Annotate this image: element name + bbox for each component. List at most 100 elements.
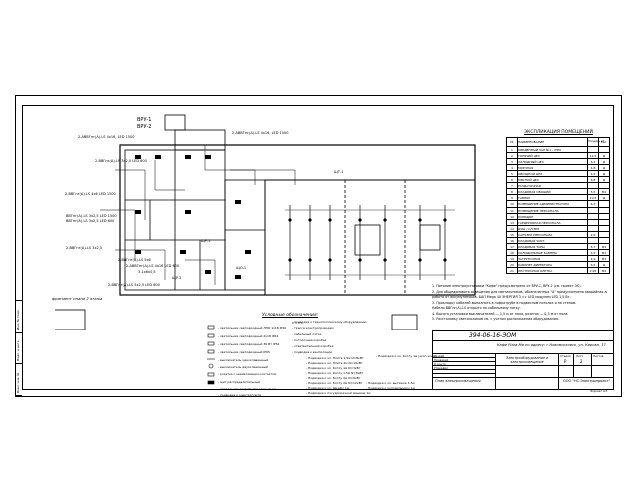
room-name: ДУШ / С/УЗЕЛ [518, 226, 540, 231]
room-number: 7 [511, 184, 513, 189]
room-category: Д [602, 178, 606, 183]
title-block: 394-06-16-ЭОМ Кафе Pizza Ми по адресу: г… [432, 330, 614, 390]
legend-subitem: - Подводка к эл. Котлу 2м N=9кВт [306, 376, 361, 380]
panel-label-vru2: ВРУ-2 [137, 124, 152, 130]
legend-symbols [207, 322, 304, 385]
floor-plan [55, 114, 476, 330]
room-mark: ЩТ-1 [334, 170, 344, 174]
room-name: ХОЛОДИЛЬНЫЕ КАМЕРЫ [518, 250, 557, 255]
role-label: Разраб. [434, 353, 445, 358]
cable-label: 2-ВВГнг(А)-LS 5x2,5 LED 600 [108, 283, 160, 287]
legend-subitem: - Подводка к эл. Котлу 2м N=12кВт [306, 381, 363, 385]
cable-label: 3-1x6x0,5 [138, 270, 156, 274]
legend-item: - светильник светодиодный 2х18 IP44 [218, 334, 279, 338]
room-name: КАБИНЕТ ДИРЕКТОРА [518, 262, 552, 267]
legend-item: - выключатель двухклавишный [218, 365, 268, 369]
strip-label: Взам. инв. № [16, 372, 20, 393]
room-category: В4 [602, 190, 606, 195]
room-name: КОРИДОР [518, 214, 534, 219]
room-number: 9 [511, 196, 513, 201]
legend-subitem: - Подводка к эл. Шкафу 1м [306, 386, 350, 390]
room-area: 12,5 [589, 154, 597, 159]
legend-subitem: - Подводка к холодильнику 1м [366, 386, 415, 390]
legend-item: - светильник светодиодный ЛПО 1х18 IP20 [218, 326, 287, 330]
cable-label: ВВГнг(А)-LS 3x2,5 LED 600 [66, 219, 115, 223]
room-area: 6,8 [590, 178, 596, 183]
room-category: Д [602, 154, 606, 159]
room-area: 6,5 [590, 262, 596, 267]
note-line: работа от аккумуляторов. БАП Mega 40 ЭНЕ… [432, 295, 571, 299]
room-name: ОВОЩНОЙ ЦЕХ [518, 172, 543, 177]
legend-subitem: - Подводка к посудомоечной машине 1м [306, 391, 371, 395]
room-name: ПОМЕЩЕНИЕ АДМИНИСТРАТОРА [518, 202, 570, 207]
note-line: 3. Прокладку кабелей выполнить в гофротр… [432, 300, 577, 305]
note-line: 4. Высота установки выключателей — 1,5 м… [432, 311, 569, 316]
legend-title: Условные обозначения: [262, 313, 319, 318]
room-area: 10,3 [589, 196, 597, 201]
room-number: 17 [510, 244, 514, 249]
room-number: 5 [511, 172, 513, 177]
fragment-label: фрагмент плана 2 этажа [52, 296, 103, 301]
plan-title: План электроосвещения [435, 379, 481, 383]
room-number: 1 [511, 148, 513, 152]
legend-item: - светильник светодиодный IP65 [218, 350, 270, 354]
room-name: МОЕЧНАЯ [518, 166, 534, 171]
room-name: МЯСНОЙ ЦЕХ [518, 178, 539, 183]
room-number: 19 [510, 256, 514, 261]
room-name: ТАМБУР [518, 196, 531, 201]
sheet-title: Электрооборудование и электроосвещение [505, 356, 549, 364]
rooms-table-header: № НАИМЕНОВАНИЕ Площадь м2 Кат. [507, 138, 609, 146]
room-number: 6 [511, 178, 513, 183]
room-name: ПОМЕЩЕНИЕ ПЕРСОНАЛА [518, 208, 559, 213]
room-number: 10 [510, 202, 514, 207]
legend-item: - выключатель одноклавишный [218, 358, 269, 362]
note-line: 1. Питание электроустановки "Кафе" преду… [432, 284, 582, 288]
note-line: 5. Расстановку светильников см. с учетом… [432, 317, 559, 321]
room-area: 4,9 [590, 256, 596, 261]
legend-item: - подводка к электроплите [218, 393, 262, 397]
room-number: 18 [510, 250, 514, 255]
note-line: 2. Для общедомового освещения для светил… [432, 289, 607, 294]
cable-label: 2-ВВГнг(А)-LS 3x2,5 [66, 246, 103, 250]
legend-item: - щит распределительный [218, 380, 260, 384]
role-label: Проверил [434, 357, 449, 362]
room-name: САНУЗЕЛ ПЕРСОНАЛА [518, 232, 553, 237]
room-category: В4 [602, 244, 606, 249]
room-category: Д [602, 262, 606, 267]
sheets-label: Листов [593, 353, 604, 358]
role-label: Н.контр. [434, 361, 447, 366]
table-row: 6 МЯСНОЙ ЦЕХ 6,8 Д [507, 176, 609, 183]
header-area: Площадь м2 [588, 140, 605, 143]
organization: ООО "НС-Электропроект" [563, 379, 611, 383]
legend-subitem: - Подводка к эл. Плите 2м N=10кВт [306, 361, 363, 365]
room-category: В4 [602, 250, 606, 255]
room-number: 13 [510, 220, 514, 225]
room-area: 5,7 [590, 244, 596, 249]
panel-label-vru1: ВРУ-1 [137, 117, 152, 123]
room-area: 6,3 [590, 202, 596, 207]
table-row: 10 ПОМЕЩЕНИЕ АДМИНИСТРАТОРА 6,3 [507, 200, 609, 207]
room-area: 6,2 [590, 160, 596, 165]
legend-item: - ответвительная коробка [292, 344, 334, 348]
sheet-value: 2 [580, 359, 583, 364]
room-area: 4,8 [590, 166, 596, 171]
left-stamp-strip: Инв. № подл. Подп. и дата Взам. инв. № [15, 300, 22, 396]
sheet-label: Лист [576, 353, 584, 358]
cable-label: 2-АВВГнг(А)-LS 4x16, LED 1500 [78, 135, 135, 139]
room-number: 2 [511, 154, 513, 159]
